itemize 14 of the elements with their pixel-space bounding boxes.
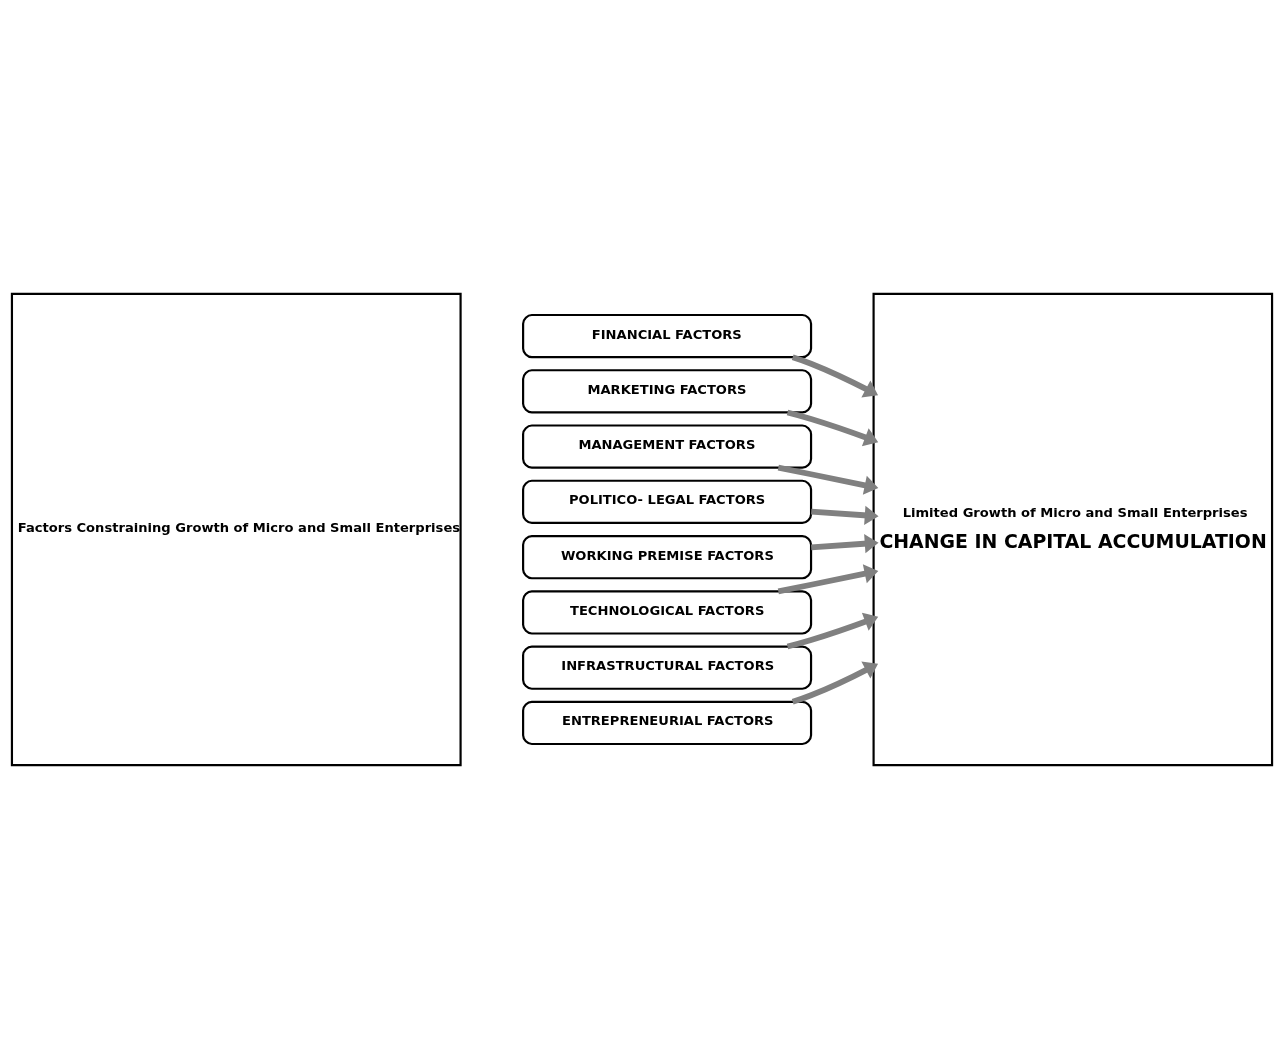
node-box: MANAGEMENT FACTORS [522, 424, 813, 469]
arrow [791, 354, 879, 398]
arrow [791, 661, 879, 705]
node-box: INFRASTRUCTURAL FACTORS [522, 645, 813, 690]
node-box: POLITICO- LEGAL FACTORS [522, 479, 813, 525]
node-box: TECHNOLOGICAL FACTORS [522, 590, 813, 635]
node-box: Limited Growth of Micro and Small Enterprises CHANGE IN CAPITAL ACCUMULATION [872, 292, 1274, 767]
node-box: MARKETING FACTORS [522, 369, 813, 414]
arrow [811, 534, 879, 554]
node-box: WORKING PREMISE FACTORS [522, 534, 813, 580]
node-box: FINANCIAL FACTORS [522, 313, 813, 359]
node-box: Factors Constraining Growth of Micro and Small Enterprises [10, 292, 462, 767]
arrow [811, 505, 879, 525]
node-box: ENTREPRENEURIAL FACTORS [522, 700, 813, 746]
